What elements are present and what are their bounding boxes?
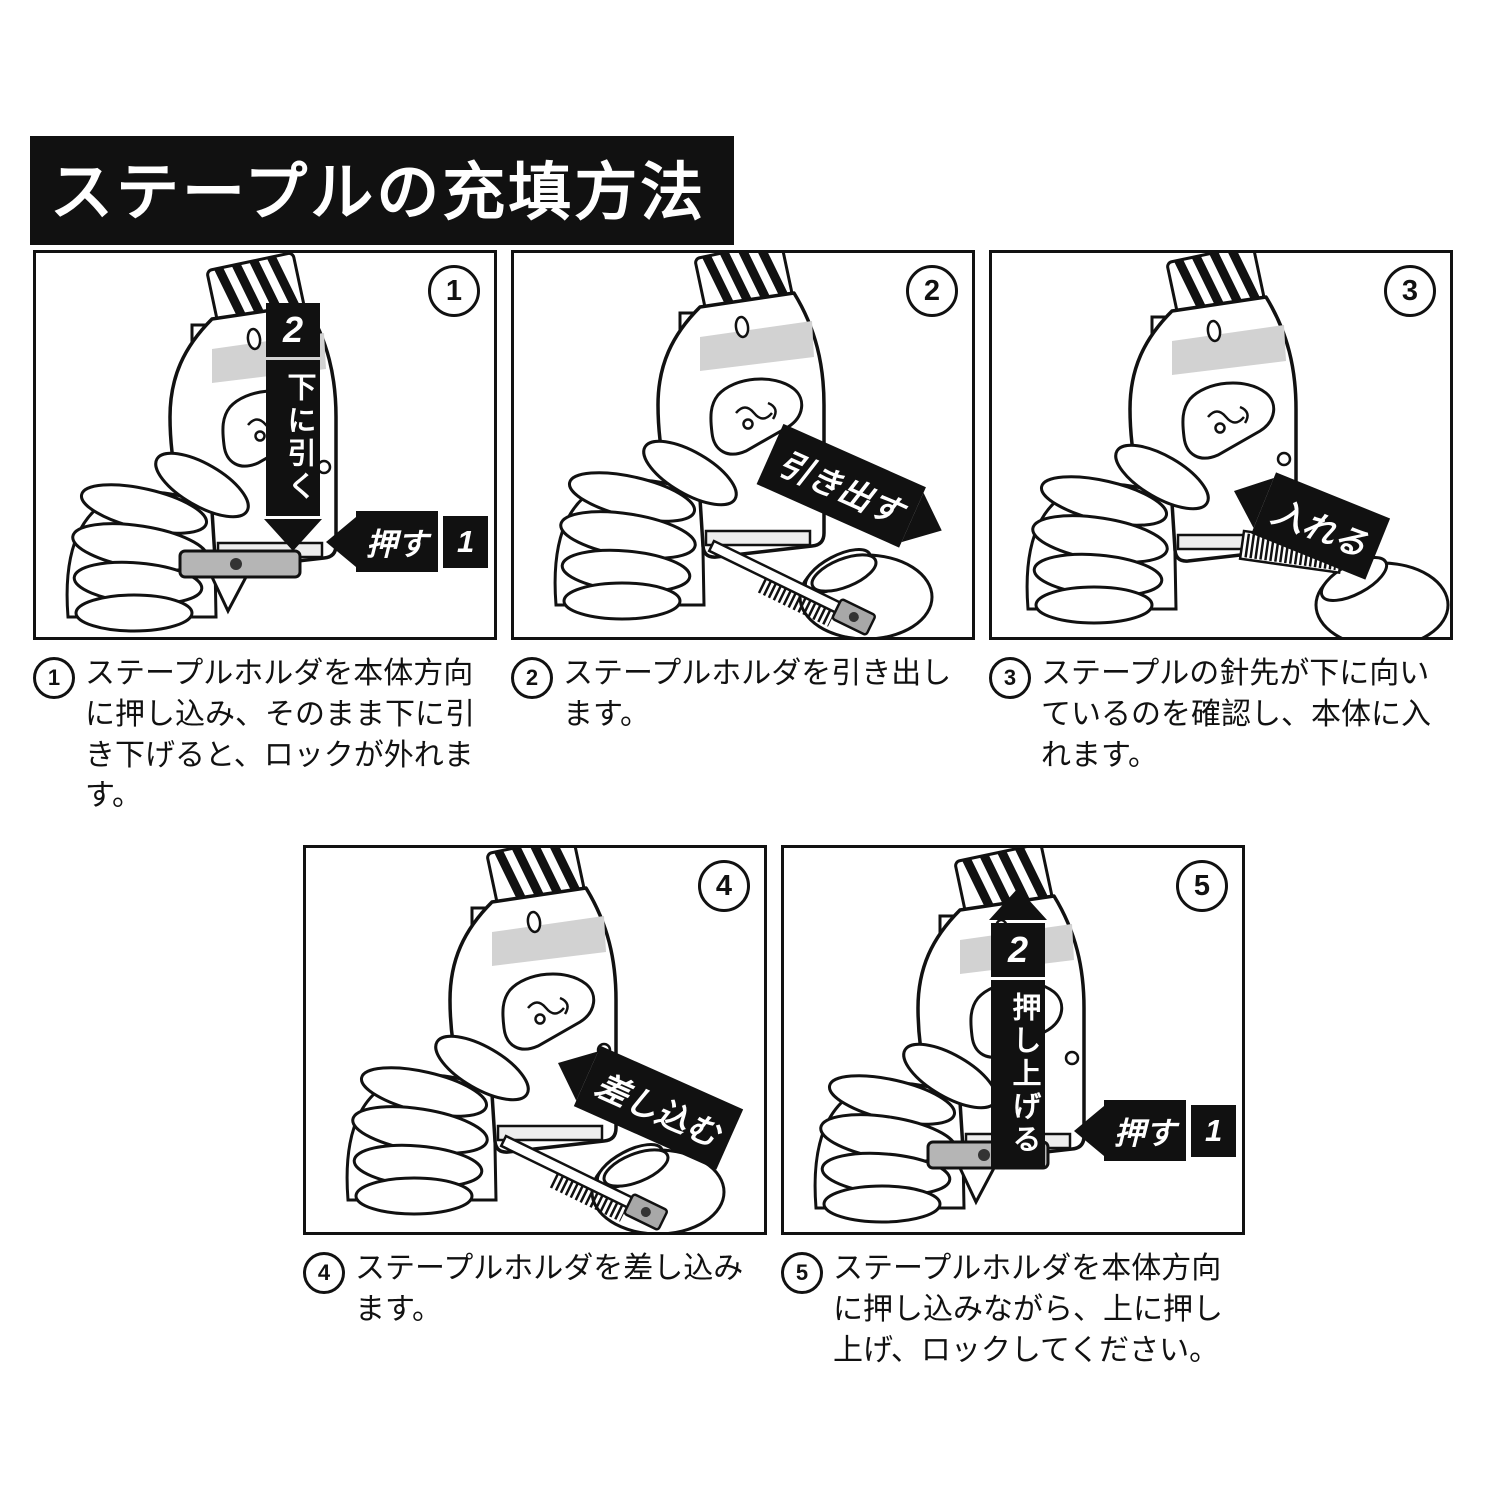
thumb-drawing: [810, 553, 878, 593]
step-5-caption: 5 ステープルホルダを本体方向に押し込みながら、上に押し上げ、ロックしてください…: [781, 1249, 1245, 1371]
step-figure-5: 2 押し上げる 押す 1 5 5 ステープルホルダを本体方向に押し込みながら、上…: [781, 845, 1245, 1371]
stapler-illustration-step3: [992, 253, 1450, 637]
pull-down-arrow: 2 下に引く: [264, 303, 322, 551]
caption-number: 2: [511, 657, 553, 699]
caption-number: 1: [33, 657, 75, 699]
caption-text: ステープルホルダを本体方向に押し込み、そのまま下に引き下げると、ロックが外れます…: [85, 657, 475, 813]
push-arrow-step: 1: [443, 515, 489, 568]
caption-text: ステープルホルダを差し込みます。: [355, 1252, 744, 1326]
step-number-badge: 2: [906, 265, 958, 317]
step-number-badge: 3: [1384, 265, 1436, 317]
step-2-panel: 引き出す 2: [511, 250, 975, 640]
step-3-caption: 3 ステープルの針先が下に向いているのを確認し、本体に入れます。: [989, 654, 1453, 776]
caption-number: 4: [303, 1252, 345, 1294]
step-4-caption: 4 ステープルホルダを差し込みます。: [303, 1249, 767, 1331]
step-3-panel: 入れる 3: [989, 250, 1453, 640]
pull-down-arrow-label: 下に引く: [266, 360, 320, 516]
push-up-arrow: 2 押し上げる: [989, 888, 1047, 1169]
push-up-arrow-step: 2: [991, 923, 1045, 977]
step-4-panel: 差し込む 4: [303, 845, 767, 1235]
step-figure-1: 2 下に引く 押す 1 1 1 ステープルホルダを本体方向に押し込み、そのまま下…: [33, 250, 497, 817]
step-1-caption: 1 ステープルホルダを本体方向に押し込み、そのまま下に引き下げると、ロックが外れ…: [33, 654, 497, 817]
caption-text: ステープルの針先が下に向いているのを確認し、本体に入れます。: [1041, 657, 1431, 772]
steps-row-2: 差し込む 4 4 ステープルホルダを差し込みます。 2 押し上げる 押す 1: [303, 845, 1245, 1371]
push-arrow: 押す 1: [1074, 1100, 1237, 1161]
page-title: ステープルの充填方法: [30, 136, 735, 245]
pull-down-arrow-step: 2: [266, 303, 320, 357]
step-figure-3: 入れる 3 3 ステープルの針先が下に向いているのを確認し、本体に入れます。: [989, 250, 1453, 817]
push-arrow-label: 押す: [1104, 1100, 1186, 1161]
step-figure-2: 引き出す 2 2 ステープルホルダを引き出します。: [511, 250, 975, 817]
stapler-illustration-step2: [514, 253, 934, 637]
caption-text: ステープルホルダを本体方向に押し込みながら、上に押し上げ、ロックしてください。: [833, 1252, 1223, 1367]
caption-number: 3: [989, 657, 1031, 699]
push-arrow: 押す 1: [326, 511, 489, 572]
caption-text: ステープルホルダを引き出します。: [563, 657, 952, 731]
step-number-badge: 1: [428, 265, 480, 317]
step-figure-4: 差し込む 4 4 ステープルホルダを差し込みます。: [303, 845, 767, 1371]
push-up-arrow-label: 押し上げる: [991, 980, 1045, 1169]
steps-row-1: 2 下に引く 押す 1 1 1 ステープルホルダを本体方向に押し込み、そのまま下…: [33, 250, 1453, 817]
arrow-up-icon: [989, 888, 1047, 920]
step-number-badge: 5: [1176, 860, 1228, 912]
push-arrow-label: 押す: [356, 511, 438, 572]
arrow-left-icon: [326, 516, 356, 567]
thumb-drawing: [602, 1148, 670, 1188]
push-arrow-step: 1: [1191, 1104, 1237, 1157]
arrow-down-icon: [264, 519, 322, 551]
arrow-left-icon: [1074, 1105, 1104, 1156]
step-1-panel: 2 下に引く 押す 1 1: [33, 250, 497, 640]
step-number-badge: 4: [698, 860, 750, 912]
step-2-caption: 2 ステープルホルダを引き出します。: [511, 654, 975, 736]
step-5-panel: 2 押し上げる 押す 1 5: [781, 845, 1245, 1235]
caption-number: 5: [781, 1252, 823, 1294]
stapler-illustration-step4: [306, 848, 726, 1232]
